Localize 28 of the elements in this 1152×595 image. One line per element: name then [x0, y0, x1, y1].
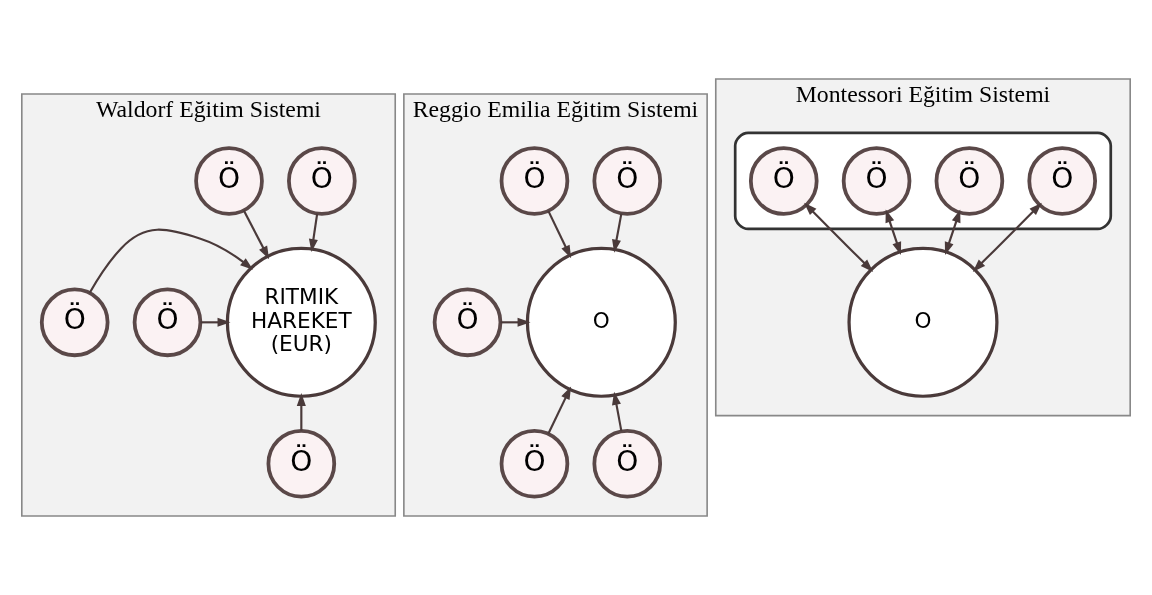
node-circle: Ö [287, 146, 357, 216]
arrow [547, 210, 572, 259]
node-circle: Ö [499, 146, 570, 216]
node-circle: Ö [266, 428, 337, 499]
node-circle: Ö [841, 146, 912, 216]
node-circle: Ö [592, 146, 663, 216]
node-circle: Ö [432, 287, 503, 358]
node-circle: Ö [499, 428, 570, 499]
arrow [242, 210, 270, 260]
node-circle: Ö [194, 146, 264, 216]
arrow [804, 202, 874, 272]
arrow [500, 317, 531, 327]
arrow [612, 213, 623, 253]
cluster [733, 131, 1113, 231]
arrow [972, 202, 1042, 272]
arrow [296, 393, 306, 431]
arrow [885, 209, 902, 256]
node-circle: Ö [934, 146, 1005, 216]
node-circle: Ö [132, 287, 203, 358]
arrow [200, 317, 231, 327]
arrow [88, 228, 254, 294]
arrow [944, 209, 961, 256]
node-circle: Ö [592, 428, 663, 499]
node-circle: O [847, 246, 999, 398]
arrow [308, 213, 319, 253]
arrow [547, 386, 572, 435]
node-circle: Ö [39, 287, 110, 358]
arrow [612, 391, 623, 432]
